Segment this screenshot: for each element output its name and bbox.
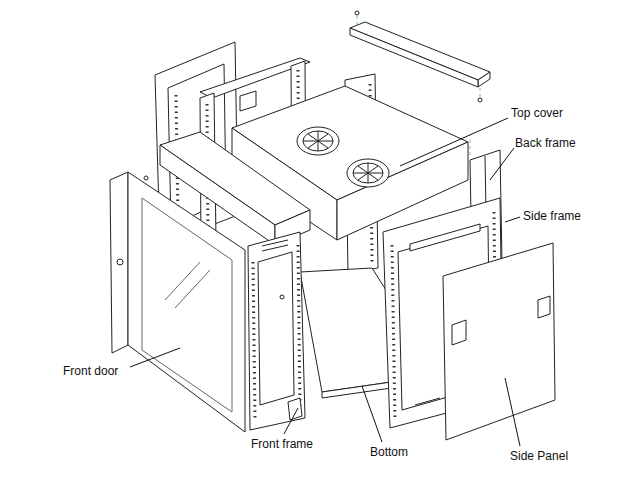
rail-holes — [253, 262, 255, 420]
front-frame-post — [248, 232, 305, 430]
leader-line — [505, 378, 520, 446]
leader-line — [490, 148, 514, 180]
top-bar-edge — [350, 28, 478, 87]
fan-spoke — [308, 134, 328, 148]
part-label: Side Panel — [510, 449, 568, 463]
cable-slot — [262, 245, 288, 251]
foot — [288, 398, 302, 420]
top-bar-edge — [478, 72, 490, 87]
part-label: Side frame — [523, 209, 581, 223]
part-label: Back frame — [515, 136, 576, 150]
glass-reflection — [175, 270, 210, 308]
panel-latch — [538, 296, 550, 318]
leader-line — [362, 386, 382, 442]
bracket — [240, 91, 256, 111]
guide-line — [480, 88, 481, 97]
fan-spoke — [308, 134, 328, 148]
top-bar — [350, 22, 490, 80]
door-glass — [142, 198, 232, 412]
fan-ring — [303, 131, 333, 151]
rail-holes — [392, 245, 395, 420]
part-label: Front door — [63, 364, 118, 378]
screw — [144, 176, 148, 180]
screw — [280, 295, 284, 299]
part-label: Front frame — [251, 437, 313, 451]
part-label: Bottom — [370, 445, 408, 459]
leader-line — [400, 118, 508, 166]
guide-line — [470, 140, 471, 158]
screw — [355, 11, 359, 15]
fan — [347, 159, 389, 187]
leader-line — [505, 217, 520, 222]
fan-spoke — [358, 166, 378, 180]
door-lock — [117, 259, 123, 265]
fan-spoke — [358, 166, 378, 180]
leader-line — [284, 408, 298, 434]
cable-slot — [415, 398, 440, 405]
screw — [478, 98, 482, 102]
panel-latch — [452, 320, 466, 345]
door-edge — [110, 172, 128, 353]
front-frame-opening — [258, 252, 294, 405]
fan — [297, 127, 339, 155]
side-frame-slot — [410, 224, 480, 251]
fan-ring — [353, 163, 383, 183]
cable-slot — [262, 240, 288, 246]
front-door — [128, 172, 245, 432]
leader-line — [130, 348, 180, 367]
glass-reflection — [165, 262, 200, 300]
side-panel — [443, 243, 555, 440]
rail-holes — [298, 245, 300, 410]
part-label: Top cover — [511, 106, 563, 120]
guide-line — [357, 16, 358, 27]
